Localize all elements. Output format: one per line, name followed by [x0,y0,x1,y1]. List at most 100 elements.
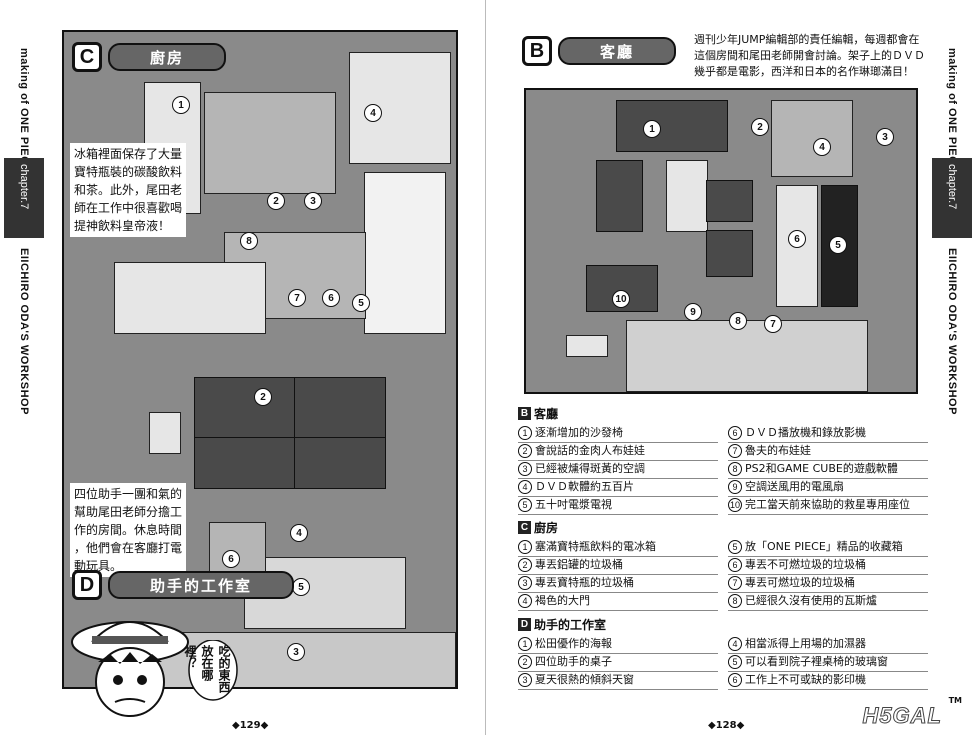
watermark-logo: H5GAL [862,703,942,729]
marker-c8: 8 [240,232,258,250]
marker-b4: 4 [813,138,831,156]
legend-d-header: D 助手的工作室 [518,616,928,633]
legend-d-letter: D [518,618,531,631]
marker-d4: 4 [290,524,308,542]
chair-right-2 [706,230,753,277]
legend-c-title: 廚房 [534,521,559,535]
marker-c6: 6 [322,289,340,307]
poster-frame [149,412,181,454]
side-tab-chapter-box: chapter.7 [932,158,972,238]
side-tab-chapter: chapter.7 [946,164,958,210]
marker-c7: 7 [288,289,306,307]
legend-b-header: B 客廳 [518,405,928,422]
chair-right-1 [706,180,753,222]
luffy-illustration [71,621,189,717]
marker-d5: 5 [292,578,310,596]
living-caption-line: 週刊少年JUMP編輯部的責任編輯，每週都會在 [694,33,920,46]
kitchen-caption-line: 寶特瓶裝的碳酸飲料 [74,165,183,179]
right-page: B 客廳 週刊少年JUMP編輯部的責任編輯，每週都會在 這個房間和尾田老師開會討… [486,0,972,735]
living-caption: 週刊少年JUMP編輯部的責任編輯，每週都會在 這個房間和尾田老師開會討論。架子上… [694,32,934,80]
legend-b-letter: B [518,407,531,420]
marker-c2: 2 [267,192,285,210]
left-page: making of ONE PIECE chapter.7 EIICHIRO O… [4,0,486,735]
kitchen-caption-line: 師在工作中很喜歡喝 [74,201,183,215]
desk-2 [294,377,386,444]
side-tab-subtitle: EIICHIRO ODA'S WORKSHOP [18,248,30,415]
marker-d6: 6 [222,550,240,568]
kitchen-caption-line: 冰箱裡面保存了大量 [74,147,183,161]
marker-b7: 7 [764,315,782,333]
page-number-right: ◆128◆ [708,720,745,731]
marker-b6: 6 [788,230,806,248]
assistant-caption-line: 幫助尾田老師分擔工 [74,505,183,519]
living-caption-line: 這個房間和尾田老師開會討論。架子上的ＤＶＤ [694,49,925,62]
marker-d2: 2 [254,388,272,406]
side-tab-chapter: chapter.7 [18,164,30,210]
right-side-tab: making of ONE PIECE chapter.7 EIICHIRO O… [932,28,972,708]
speech-bubble-shape [188,640,238,701]
coffee-table [666,160,708,232]
marker-b1: 1 [643,120,661,138]
section-d-header: D 助手的工作室 [72,570,295,600]
section-d-title: 助手的工作室 [108,571,295,599]
marker-b3: 3 [876,128,894,146]
section-b-header: B 客廳 [522,36,677,66]
kitchen-counter [204,92,336,194]
section-c-letter: C [72,42,102,72]
assistant-caption-line: 四位助手一團和氣的 [74,487,183,501]
assistant-caption-line: 動玩具。 [74,559,123,573]
marker-b10: 10 [612,290,630,308]
section-b-letter: B [522,36,552,66]
sofa-left [596,160,643,232]
legend-b-title: 客廳 [534,407,559,421]
floor-window [626,320,868,392]
legend-c-letter: C [518,521,531,534]
side-tab-title: making of ONE PIECE [946,48,958,173]
legend-d-title: 助手的工作室 [534,618,607,632]
wood-floor [364,172,446,334]
section-c-header: C 廚房 [72,42,227,72]
stairs [114,262,266,334]
marker-c5: 5 [352,294,370,312]
marker-b9: 9 [684,303,702,321]
legend-c-header: C 廚房 [518,519,928,536]
speech-bubble-text: 吃的東西放在哪裡？ [183,645,231,693]
small-cabinet [566,335,608,357]
living-room-illustration: 1 2 3 4 5 6 7 8 9 10 [524,88,918,394]
assistant-caption: 四位助手一團和氣的 幫助尾田老師分擔工 作的房間。休息時間 ，他們會在客廳打電 … [70,483,187,577]
side-tab-chapter-box: chapter.7 [4,158,44,238]
marker-b2: 2 [751,118,769,136]
page-number-left: ◆129◆ [232,720,269,731]
marker-c3: 3 [304,192,322,210]
kitchen-caption-line: 提神飲料皇帝液！ [74,219,171,233]
left-side-tab: making of ONE PIECE chapter.7 EIICHIRO O… [4,28,44,708]
kitchen-caption: 冰箱裡面保存了大量 寶特瓶裝的碳酸飲料 和茶。此外，尾田老 師在工作中很喜歡喝 … [70,143,187,237]
dvd-shelf [771,100,853,177]
desk-3 [194,437,306,489]
living-caption-line: 幾乎都是電影，西洋和日本的名作琳瑯滿目！ [694,65,914,78]
kitchen-caption-line: 和茶。此外，尾田老 [74,183,183,197]
